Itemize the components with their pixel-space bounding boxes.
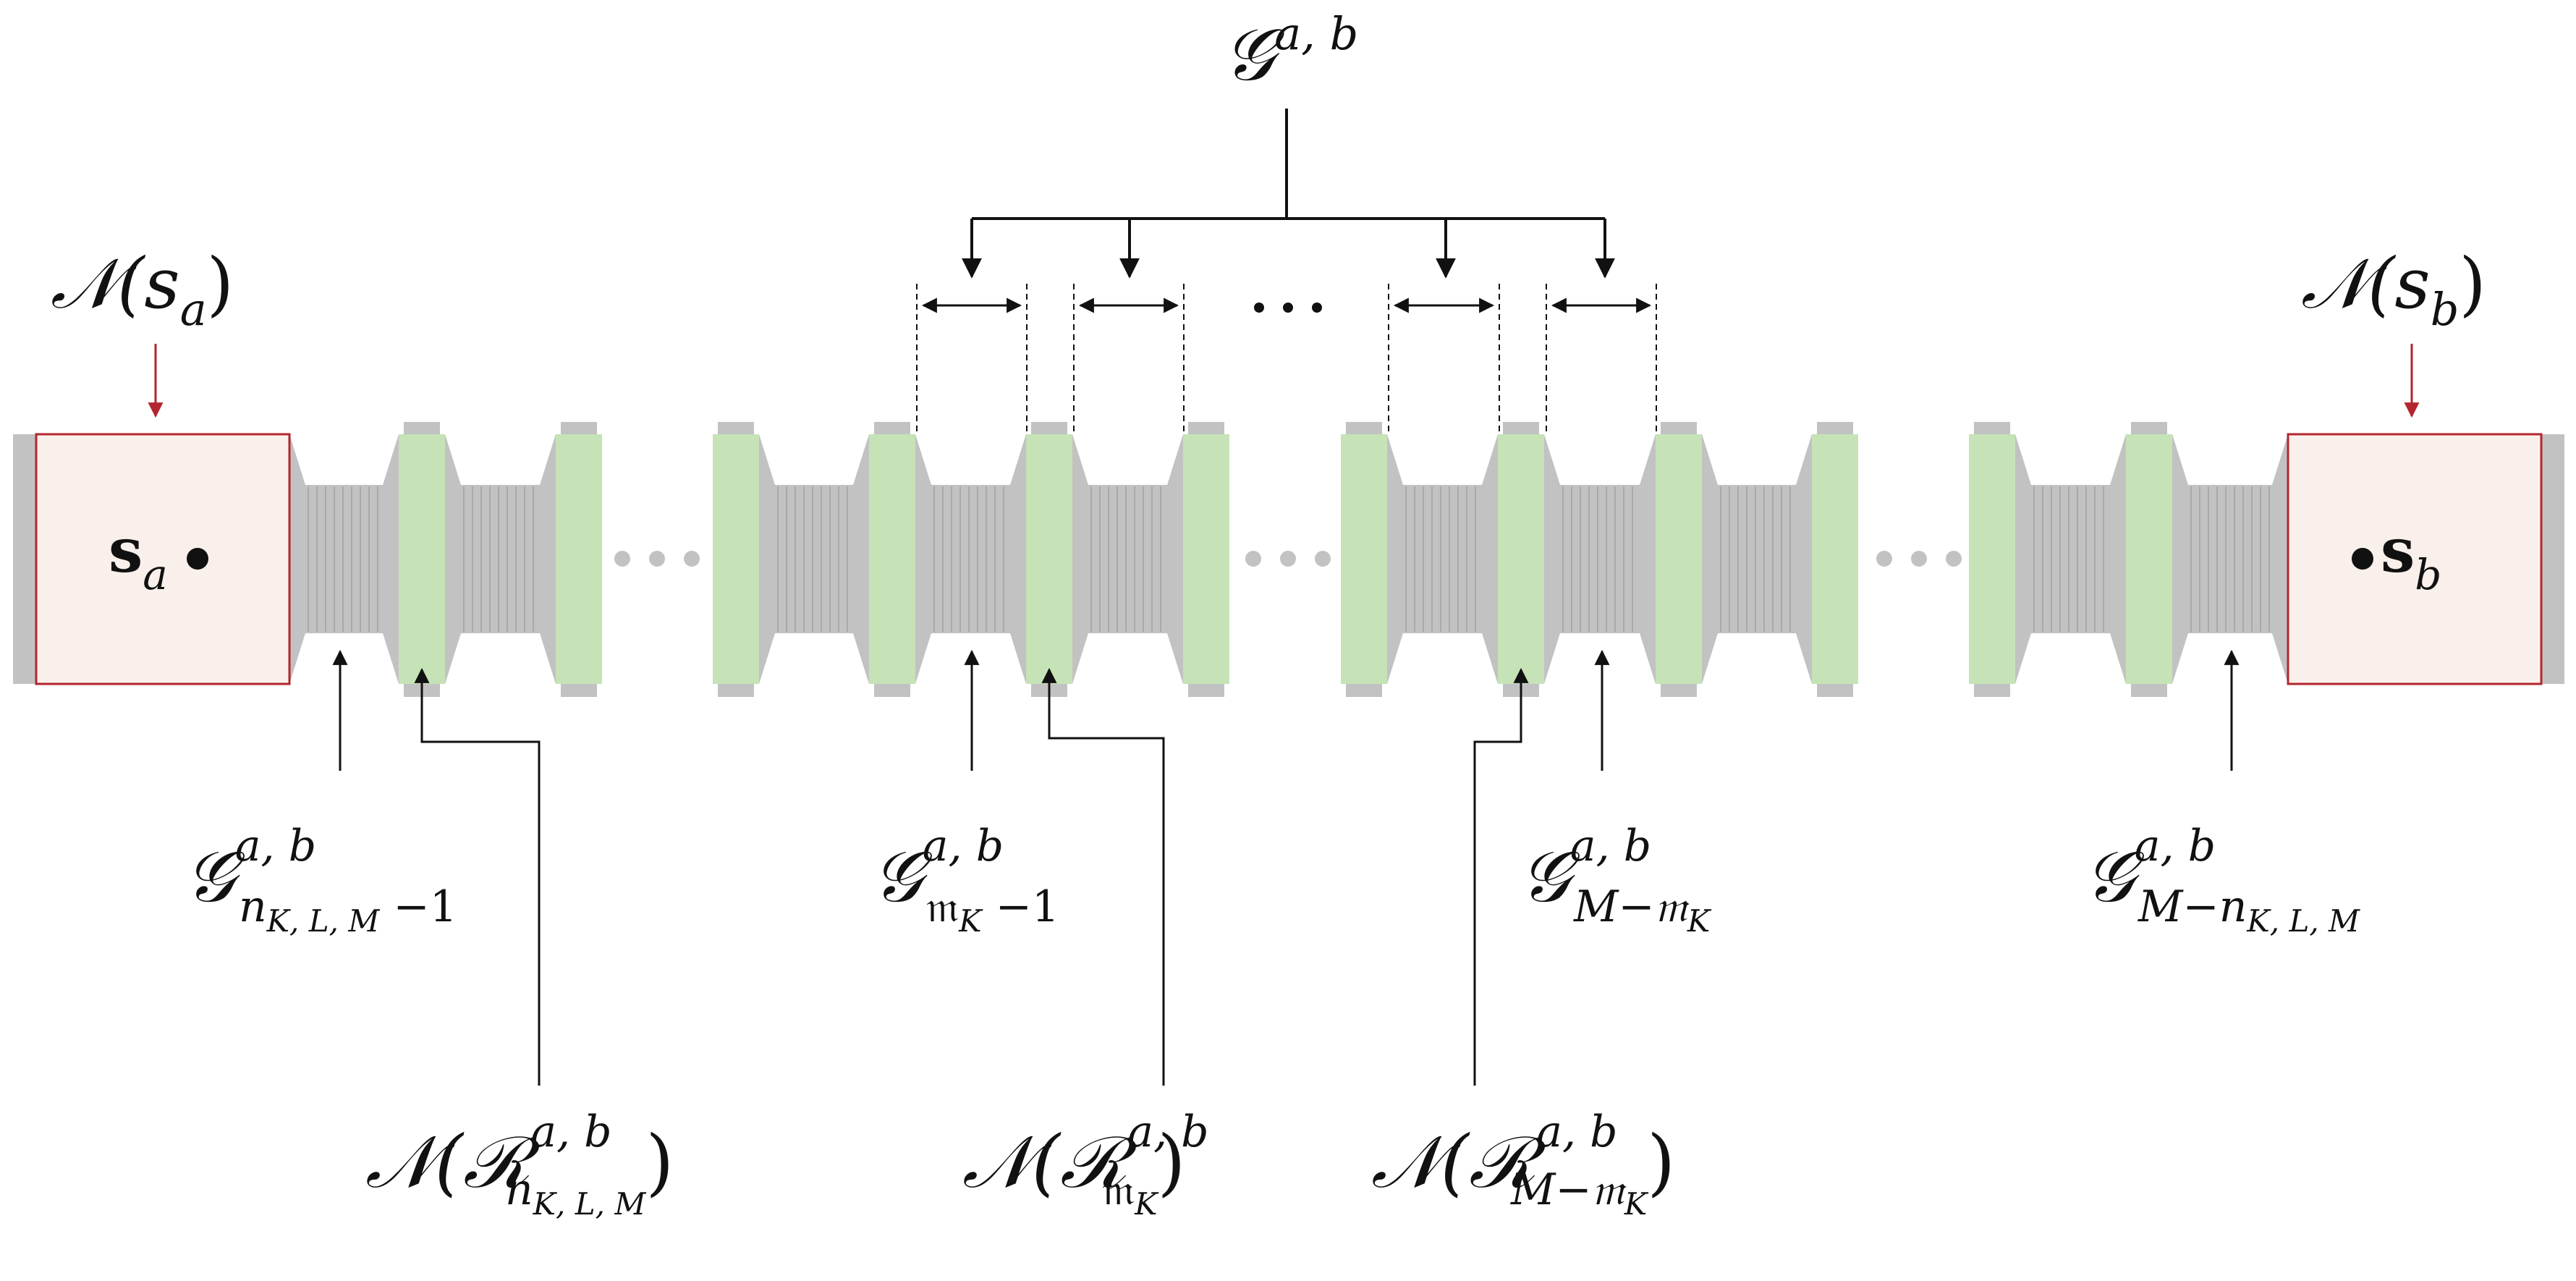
disc-node (399, 434, 445, 684)
endpoint-left-dot (187, 548, 208, 570)
tube-segment (1387, 434, 1498, 684)
tube-segment (289, 434, 399, 684)
tube-segment (1702, 434, 1812, 684)
tube-segment (1072, 434, 1183, 684)
left-end-cap (13, 434, 36, 684)
tube-segment (759, 434, 869, 684)
top-label: 𝒢a, b (1223, 7, 1358, 97)
tube-segment (2015, 434, 2126, 684)
disc-node (1969, 434, 2015, 684)
top-ellipsis (1254, 303, 1322, 313)
disc-node (1183, 434, 1229, 684)
endpoint-left: sa (35, 433, 291, 685)
disc-node (1026, 434, 1072, 684)
disc-node (1341, 434, 1387, 684)
disc-node (1812, 434, 1858, 684)
segment-width-markers (916, 284, 1657, 433)
endpoint-right-label: sb (2381, 515, 2441, 599)
tube-segment (1544, 434, 1656, 684)
chain-ellipsis-2 (1245, 551, 1331, 567)
bottom-arrows (414, 667, 1529, 1086)
disc-node (713, 434, 759, 684)
tube-segment (915, 434, 1026, 684)
chain-ellipsis-1 (614, 551, 700, 567)
chain-ellipsis-3 (1876, 551, 1962, 567)
disc-node (869, 434, 915, 684)
endpoint-left-label: sa (109, 515, 168, 599)
endpoint-right-dot (2352, 548, 2373, 570)
right-end-cap (2541, 434, 2564, 684)
endpoint-left-box (35, 433, 291, 685)
disc-node (2126, 434, 2172, 684)
disc-node (1498, 434, 1544, 684)
tube-segment (445, 434, 556, 684)
disc-node (556, 434, 602, 684)
neighborhood-right-label: 𝒩(sb) (2301, 243, 2486, 336)
endpoint-right: sb (2287, 433, 2543, 685)
neighborhood-left-label: 𝒩(sa) (51, 243, 234, 336)
lower-arrows (332, 649, 2240, 771)
endpoint-right-box (2287, 433, 2543, 685)
top-bracket (962, 109, 1615, 279)
disc-node (1656, 434, 1702, 684)
tube-chain (13, 422, 2564, 697)
tube-segment (2172, 434, 2288, 684)
